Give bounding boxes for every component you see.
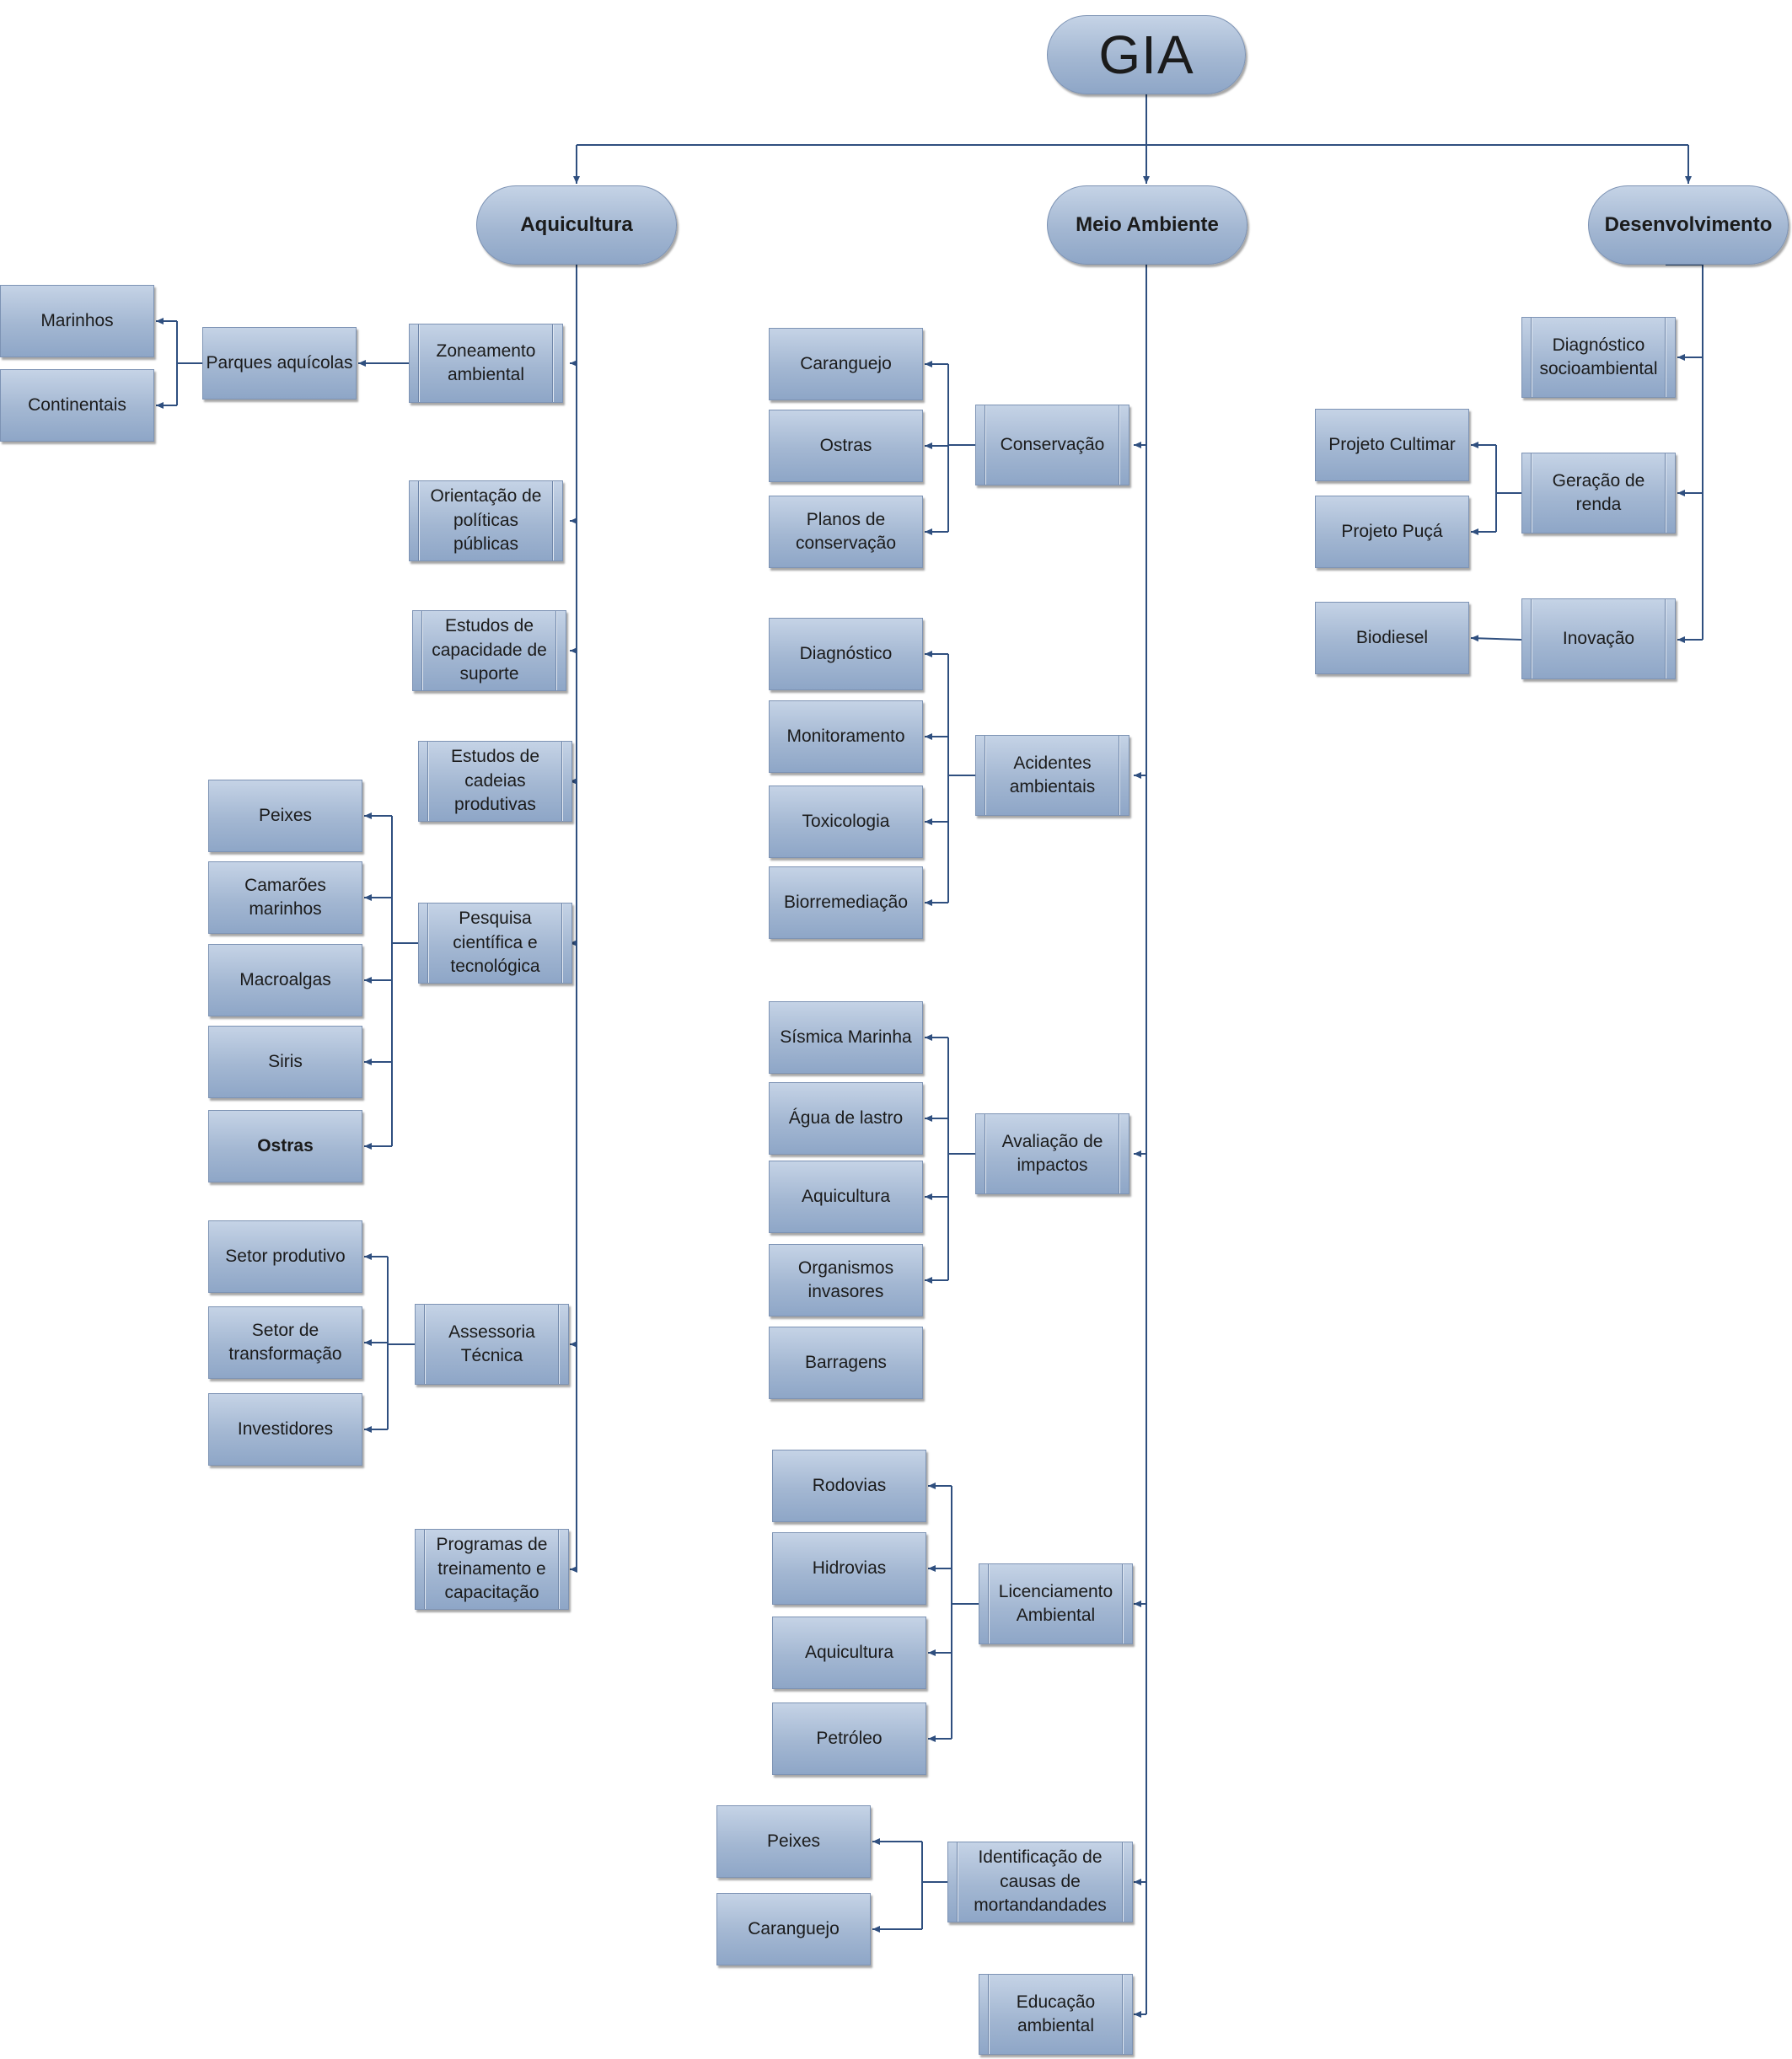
node-identificacao-mortandades: Identificação de causas de mortandandade… [947, 1842, 1133, 1922]
node-petroleo: Petróleo [772, 1702, 926, 1775]
node-diagnostico-socioambiental: Diagnóstico socioambiental [1521, 317, 1676, 398]
connector-desenvolvimento-spine [1666, 264, 1703, 640]
node-projeto-puca: Projeto Puçá [1315, 496, 1469, 568]
node-inovacao: Inovação [1521, 598, 1676, 679]
node-educacao-ambiental: Educação ambiental [979, 1974, 1133, 2055]
node-caranguejo-mort: Caranguejo [716, 1893, 871, 1965]
node-ostras-cons: Ostras [769, 410, 923, 482]
node-zoneamento-ambiental: Zoneamento ambiental [409, 324, 563, 403]
node-macroalgas: Macroalgas [208, 944, 362, 1016]
node-projeto-cultimar: Projeto Cultimar [1315, 409, 1469, 481]
node-organismos-invasores: Organismos invasores [769, 1244, 923, 1316]
node-ostras-aq: Ostras [208, 1110, 362, 1182]
node-orientacao-politicas: Orientação de políticas públicas [409, 480, 563, 561]
node-setor-transformacao: Setor de transformação [208, 1306, 362, 1379]
node-planos-conservacao: Planos de conservação [769, 496, 923, 568]
node-avaliacao-impactos: Avaliação de impactos [975, 1113, 1129, 1194]
node-assessoria-tecnica: Assessoria Técnica [415, 1304, 569, 1385]
node-continentais: Continentais [0, 369, 154, 442]
branch-meio-ambiente: Meio Ambiente [1047, 185, 1247, 265]
node-investidores: Investidores [208, 1393, 362, 1466]
branch-desenvolvimento: Desenvolvimento [1588, 185, 1789, 265]
node-caranguejo-cons: Caranguejo [769, 328, 923, 400]
node-biodiesel: Biodiesel [1315, 602, 1469, 674]
node-aquicultura-lic: Aquicultura [772, 1617, 926, 1689]
node-diagnostico: Diagnóstico [769, 618, 923, 690]
node-siris: Siris [208, 1026, 362, 1098]
node-monitoramento: Monitoramento [769, 700, 923, 773]
node-capacidade-suporte: Estudos de capacidade de suporte [412, 610, 566, 691]
node-toxicologia: Toxicologia [769, 786, 923, 858]
root-node-gia: GIA [1047, 15, 1246, 94]
node-programas-treinamento: Programas de treinamento e capacitação [415, 1529, 569, 1610]
branch-aquicultura: Aquicultura [476, 185, 677, 265]
node-cadeias-produtivas: Estudos de cadeias produtivas [418, 741, 572, 822]
node-hidrovias: Hidrovias [772, 1532, 926, 1605]
node-rodovias: Rodovias [772, 1450, 926, 1522]
node-sismica-marinha: Sísmica Marinha [769, 1001, 923, 1074]
connector-inovacao-biodiesel [1470, 635, 1522, 642]
node-licenciamento-ambiental: Licenciamento Ambiental [979, 1563, 1133, 1644]
node-peixes-mort: Peixes [716, 1805, 871, 1878]
node-pesquisa-cientifica: Pesquisa científica e tecnológica [418, 903, 572, 984]
node-aquicultura-aval: Aquicultura [769, 1161, 923, 1233]
node-setor-produtivo: Setor produtivo [208, 1220, 362, 1293]
node-parques-aquicolas: Parques aquícolas [202, 327, 357, 399]
node-peixes-aq: Peixes [208, 780, 362, 852]
node-marinhos: Marinhos [0, 285, 154, 357]
node-acidentes-ambientais: Acidentes ambientais [975, 735, 1129, 816]
node-geracao-renda: Geração de renda [1521, 453, 1676, 534]
node-biorremediacao: Biorremediação [769, 866, 923, 939]
node-conservacao: Conservação [975, 405, 1129, 485]
node-agua-lastro: Água de lastro [769, 1082, 923, 1155]
node-barragens: Barragens [769, 1327, 923, 1399]
node-camaroes-marinhos: Camarões marinhos [208, 861, 362, 934]
